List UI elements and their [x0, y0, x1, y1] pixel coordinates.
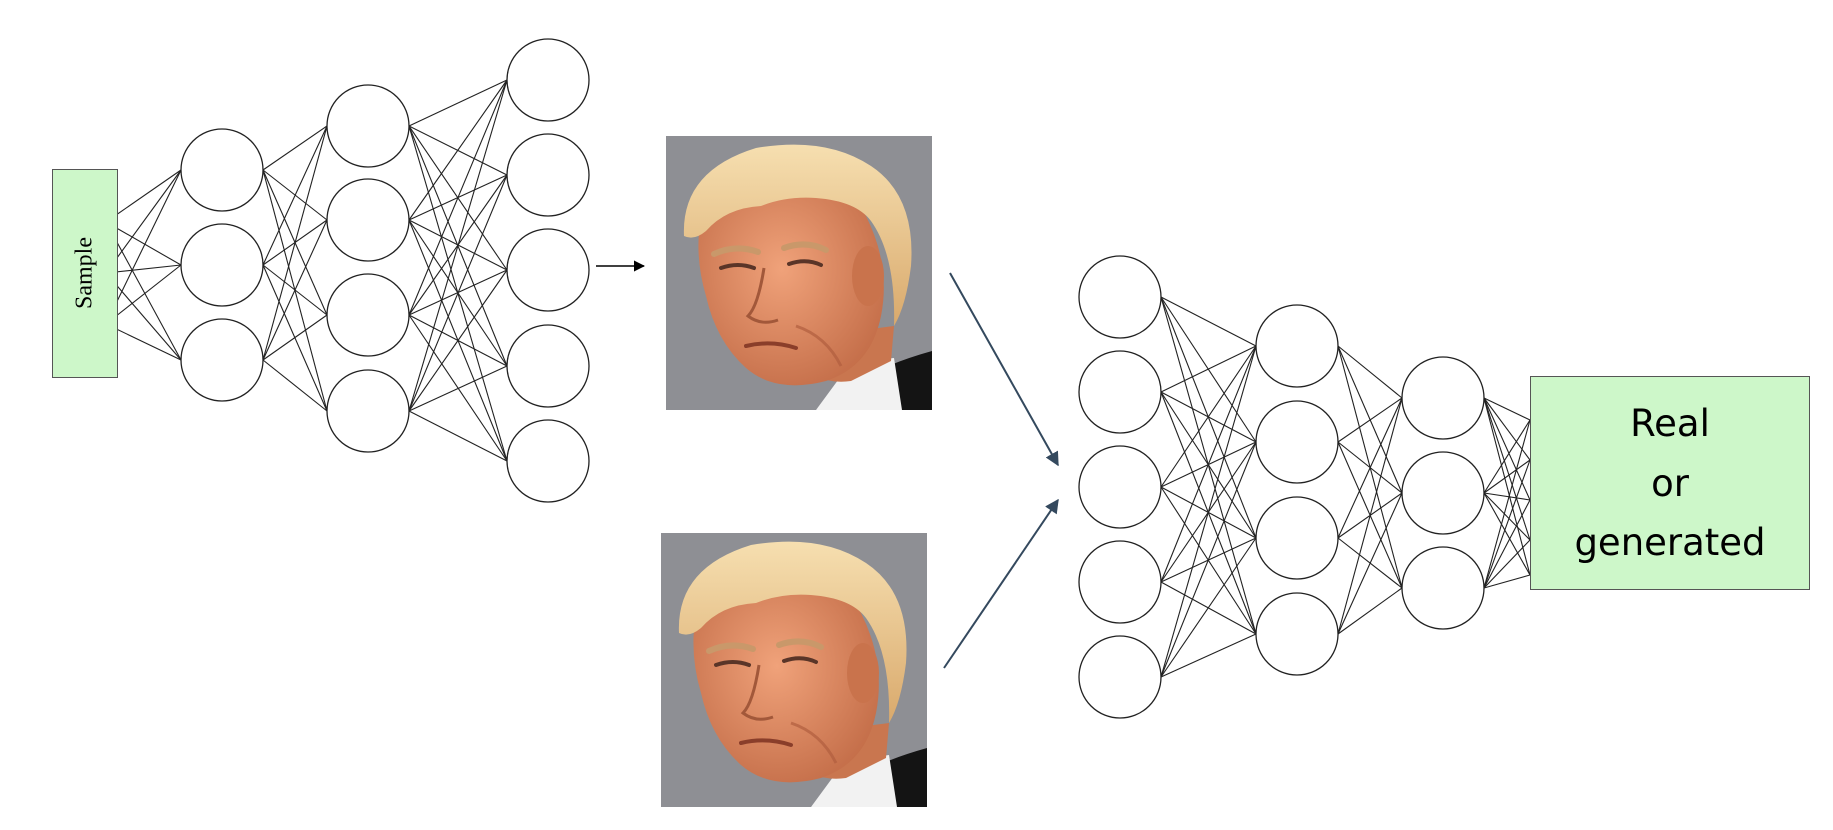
output-edge: [1483, 459, 1531, 589]
discriminator-edge: [1160, 296, 1257, 347]
sample-edge: [105, 221, 182, 361]
discriminator-node: [1078, 540, 1162, 624]
discriminator-edge: [1337, 397, 1403, 635]
output-box: Real or generated: [1530, 376, 1810, 590]
generator-node: [506, 419, 590, 503]
generator-edge: [262, 125, 328, 171]
sample-edge: [105, 221, 182, 266]
discriminator-edge: [1337, 492, 1403, 635]
sample-label: Sample: [71, 237, 98, 309]
output-edge: [1483, 397, 1531, 501]
discriminator-edge: [1160, 537, 1257, 678]
generator-node: [326, 178, 410, 262]
output-edge: [1483, 492, 1531, 541]
face-portrait-icon: [661, 533, 927, 807]
output-edge: [1483, 397, 1531, 576]
generator-node: [180, 318, 264, 402]
generator-node: [506, 38, 590, 122]
generator-edge: [262, 125, 328, 266]
generator-node: [180, 128, 264, 212]
output-edge: [1483, 492, 1531, 501]
generator-node: [326, 369, 410, 453]
generator-edge: [262, 125, 328, 361]
real-face-photo: [661, 533, 927, 807]
network-edges: [105, 79, 1531, 678]
discriminator-node: [1255, 304, 1339, 388]
flow-arrows: [596, 260, 1059, 669]
discriminator-edge: [1337, 587, 1403, 635]
output-edge: [1483, 492, 1531, 576]
sample-edge: [105, 264, 182, 325]
arrow-real-to-discriminator: [943, 498, 1059, 669]
output-line-real: Real: [1630, 402, 1710, 446]
output-edge: [1483, 574, 1531, 589]
face-portrait-icon: [666, 136, 932, 410]
generator-node: [506, 133, 590, 217]
discriminator-edge: [1337, 345, 1403, 399]
output-edge: [1483, 397, 1531, 541]
discriminator-edge: [1160, 633, 1257, 678]
output-line-or: or: [1651, 461, 1689, 505]
sample-edge: [105, 169, 182, 274]
generator-edge: [262, 359, 328, 412]
discriminator-node: [1078, 445, 1162, 529]
generator-node: [506, 228, 590, 312]
generator-edge: [408, 79, 508, 221]
output-edge: [1483, 539, 1531, 589]
output-edge: [1483, 459, 1531, 494]
generator-edge: [408, 365, 508, 412]
generator-edge: [408, 79, 508, 316]
output-line-generated: generated: [1574, 520, 1766, 564]
discriminator-node: [1078, 635, 1162, 719]
output-edge: [1483, 397, 1531, 421]
discriminator-edge: [1160, 441, 1257, 678]
generated-face-photo: [666, 136, 932, 410]
discriminator-edge: [1160, 345, 1257, 678]
sample-edge: [105, 169, 182, 325]
discriminator-edge: [1337, 397, 1403, 443]
sample-edge: [105, 264, 182, 274]
sample-edge: [105, 272, 182, 361]
output-edge: [1483, 397, 1531, 461]
generator-edge: [408, 410, 508, 462]
discriminator-node: [1078, 350, 1162, 434]
discriminator-node: [1401, 451, 1485, 535]
generator-edge: [408, 269, 508, 412]
generator-edge: [262, 314, 328, 361]
generator-node: [180, 223, 264, 307]
generator-edge: [408, 79, 508, 412]
discriminator-node: [1401, 546, 1485, 630]
output-edge: [1483, 419, 1531, 494]
discriminator-node: [1255, 592, 1339, 676]
discriminator-node: [1078, 255, 1162, 339]
discriminator-edge: [1337, 397, 1403, 539]
discriminator-node: [1401, 356, 1485, 440]
discriminator-edge: [1160, 345, 1257, 488]
generator-node: [506, 324, 590, 408]
sample-input-box: [52, 169, 118, 378]
output-edge: [1483, 419, 1531, 589]
generator-edge: [408, 174, 508, 412]
generator-edge: [262, 219, 328, 361]
sample-edge: [105, 323, 182, 361]
discriminator-node: [1255, 400, 1339, 484]
output-edge: [1483, 499, 1531, 589]
generator-edge: [408, 79, 508, 127]
network-nodes: [67, 38, 1485, 719]
generator-node: [326, 273, 410, 357]
discriminator-edge: [1160, 345, 1257, 393]
sample-edge: [105, 169, 182, 223]
discriminator-node: [1255, 496, 1339, 580]
generator-node: [326, 84, 410, 168]
arrow-generated-to-discriminator: [949, 272, 1059, 467]
discriminator-edge: [1160, 345, 1257, 583]
